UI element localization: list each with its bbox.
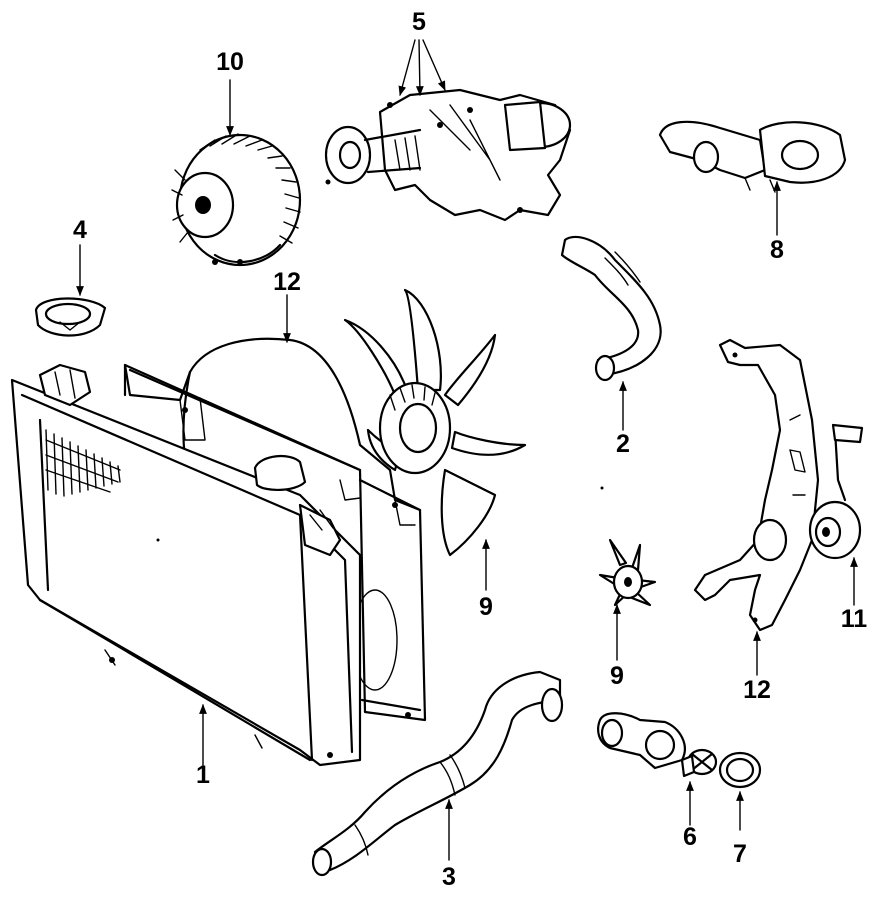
callout-labels: 1 2 3 4 5 6 7 8 9 9 10 11 12 12 — [73, 8, 867, 891]
gasket — [718, 751, 762, 789]
cooling-fan-small — [598, 538, 657, 607]
lower-radiator-hose — [311, 670, 564, 877]
callout-1: 1 — [196, 761, 210, 789]
callout-12-bracket: 12 — [743, 676, 771, 704]
radiator — [10, 363, 362, 767]
leader-lines — [76, 39, 858, 861]
thermostat-housing — [597, 712, 686, 770]
callout-3: 3 — [442, 863, 456, 891]
callout-5: 5 — [412, 8, 426, 36]
fan-bracket — [693, 338, 820, 632]
callout-8: 8 — [770, 236, 784, 264]
fan-motor — [808, 423, 864, 560]
callout-10: 10 — [216, 48, 244, 76]
water-pump — [324, 88, 572, 222]
callout-9-small-fan: 9 — [610, 662, 624, 690]
callout-12-shroud: 12 — [273, 268, 301, 296]
callout-7: 7 — [733, 840, 747, 868]
callout-2: 2 — [616, 430, 630, 458]
water-outlet — [658, 120, 847, 193]
callout-4: 4 — [73, 216, 87, 244]
fan-clutch — [171, 133, 302, 267]
upper-radiator-hose — [560, 235, 662, 382]
radiator-cap — [34, 297, 107, 337]
callout-6: 6 — [683, 823, 697, 851]
cooling-fan-large — [343, 288, 527, 557]
thermostat — [680, 748, 718, 778]
callout-9-large-fan: 9 — [479, 593, 493, 621]
callout-11: 11 — [841, 605, 868, 633]
